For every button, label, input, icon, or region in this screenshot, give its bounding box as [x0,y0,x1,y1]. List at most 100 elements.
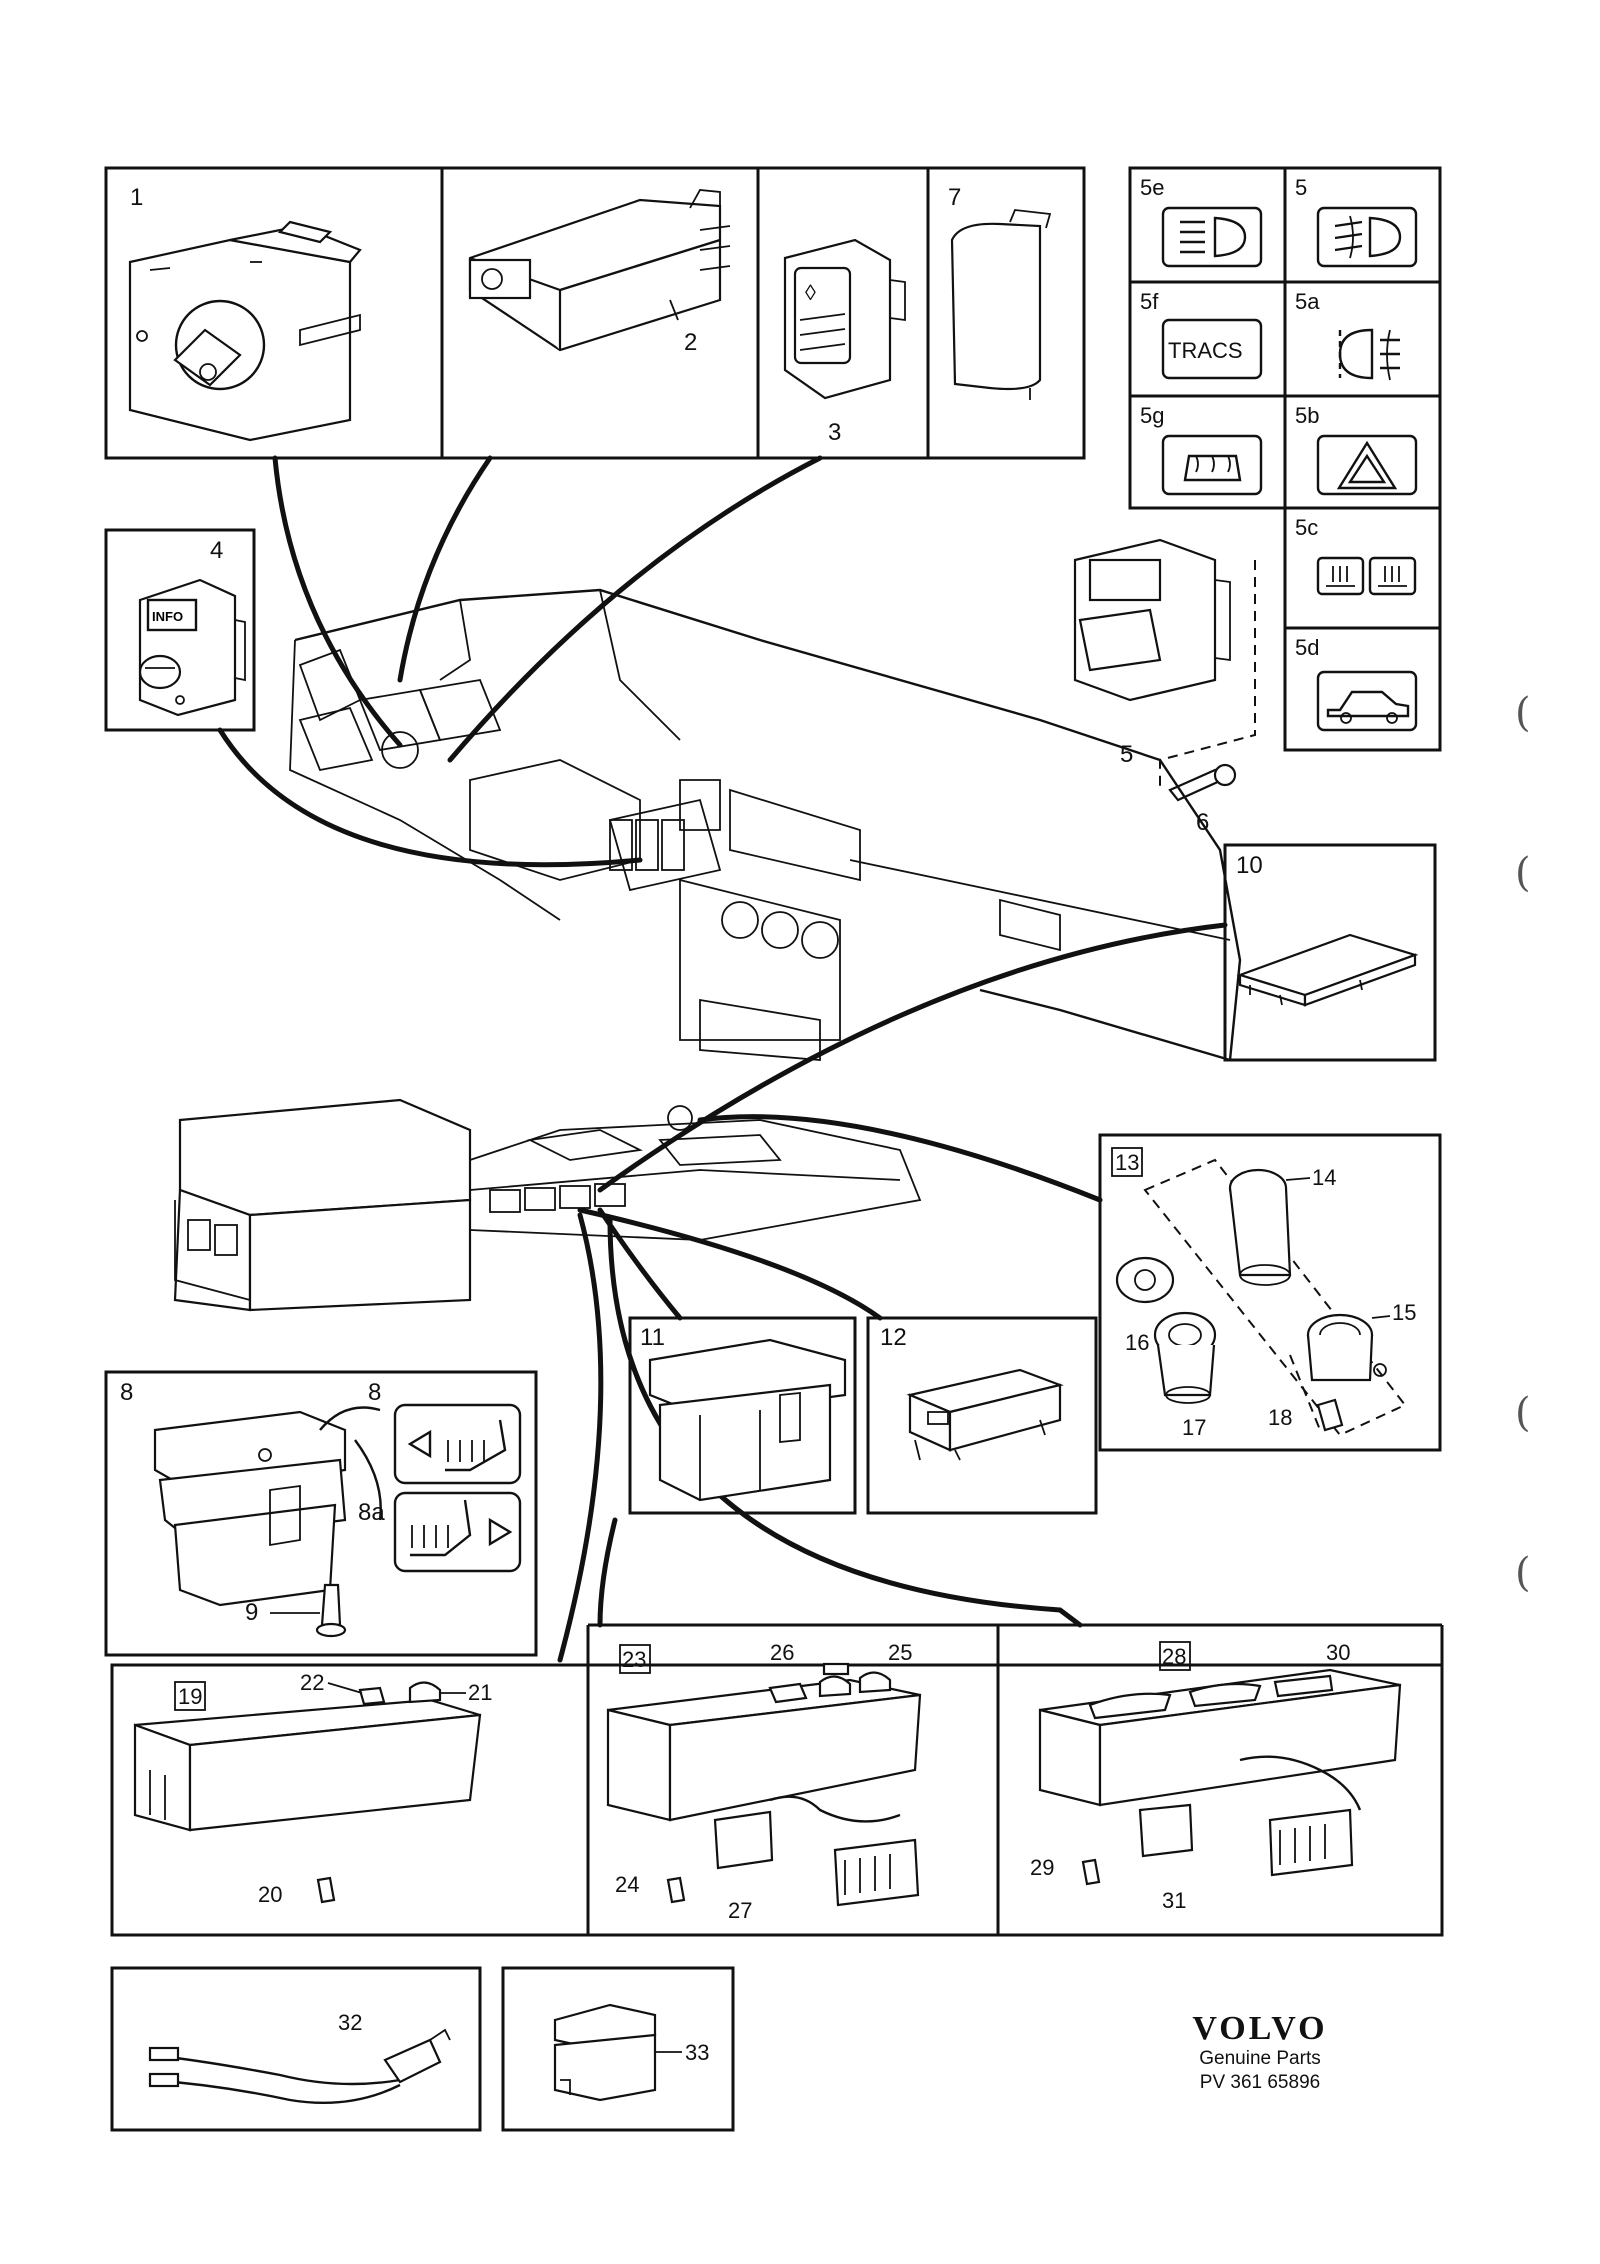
label-12: 12 [880,1324,907,1351]
label-8: 8 [120,1379,133,1406]
label-30: 30 [1326,1640,1350,1665]
sym-label-5a: 5a [1295,289,1320,314]
sym-label-5b: 5b [1295,403,1319,428]
sym-label-5: 5 [1295,175,1307,200]
label-5: 5 [1120,741,1133,768]
sym-label-5d: 5d [1295,635,1319,660]
center-console-illustration [173,1098,922,1312]
label-16: 16 [1125,1330,1149,1355]
margin-mark-3: ( [1515,1390,1531,1436]
rocker-switch-illustration [648,1338,847,1502]
brand-tagline: Genuine Parts [1199,2048,1321,2070]
label-27: 27 [728,1898,752,1923]
margin-mark-4: ( [1515,1550,1531,1596]
bulb-holder-illustration [1289,1354,1344,1432]
label-33: 33 [685,2040,709,2065]
label-18: 18 [1268,1405,1292,1430]
panel-item-33: 33 [501,1966,735,2132]
front-fog-light-icon [1316,206,1418,268]
sym-label-5e: 5e [1140,175,1164,200]
push-button-33-illustration [553,2003,657,2102]
hazard-warning-icon [1316,434,1418,496]
lighter-element-illustration [1228,1168,1292,1286]
part-number: PV 361 65896 [1199,2072,1321,2094]
headlight-beam-icon [1161,206,1263,268]
panel-item-8: 8 8 8a 9 [104,1370,538,1657]
label-29: 29 [1030,1855,1054,1880]
label-15: 15 [1392,1300,1416,1325]
lighter-knob-illustration [1115,1256,1175,1304]
lighter-socket-illustration [1306,1313,1387,1382]
label-19: 19 [178,1684,202,1709]
panel-item-10: 10 [1223,843,1437,1062]
label-1: 1 [130,184,143,211]
label-31: 31 [1162,1888,1186,1913]
label-9: 9 [245,1599,258,1626]
lighter-ring-illustration [1153,1311,1217,1404]
brand-logo: VOLVO [1192,2010,1328,2047]
info-text: INFO [152,609,183,624]
mirror-defrost-icon [1316,556,1417,596]
panel-item-11-12: 11 12 [628,1316,1098,1515]
seat-heater-right-icon [393,1491,522,1573]
label-24: 24 [615,1872,639,1897]
seat-heater-switch-illustration [153,1410,347,1607]
label-13: 13 [1115,1150,1139,1175]
tracs-text: TRACS [1168,338,1243,363]
tracs-icon: TRACS [1161,318,1263,380]
label-25: 25 [888,1640,912,1665]
blank-cover-illustration [950,209,1052,400]
info-switch-illustration: INFO [138,578,246,717]
leader-lines [217,455,1228,1663]
panel-item-32: 32 [110,1966,482,2132]
window-switch-block-23-illustration [606,1671,922,1907]
car-profile-icon [1316,670,1418,732]
label-3: 3 [828,419,841,446]
sym-label-5g: 5g [1140,403,1164,428]
label-21: 21 [468,1680,492,1705]
window-switch-block-19-illustration [133,1681,482,1832]
label-28: 28 [1162,1644,1186,1669]
clip-29-illustration [1081,1858,1101,1886]
window-switch-block-28-illustration [1038,1668,1402,1877]
label-17: 17 [1182,1415,1206,1440]
label-7: 7 [948,184,961,211]
item-5-switch: 5 [1073,538,1256,790]
dashboard-illustration [289,588,1242,1062]
label-10: 10 [1236,852,1263,879]
small-switch-illustration: ◊ [783,238,906,400]
clip-20-illustration [316,1876,336,1904]
panel-top: 1 2 ◊ 3 7 [104,166,1086,460]
panel-item-4: 4 INFO [104,528,256,732]
sym-label-5f: 5f [1140,289,1159,314]
clip-24-illustration [666,1876,686,1904]
label-23: 23 [622,1647,646,1672]
label-20: 20 [258,1882,282,1907]
margin-mark-2: ( [1515,850,1531,896]
label-8-symbol: 8 [368,1379,381,1406]
margin-mark-1: ( [1515,690,1531,736]
label-22: 22 [300,1670,324,1695]
cap-26-illustration [822,1662,850,1676]
sym-label-5c: 5c [1295,515,1318,540]
symbol-grid: 5e 5 5f 5a 5g 5b 5c 5d TRACS [1128,166,1442,752]
cover-plate-illustration [1236,933,1419,1007]
item-9-bulb [315,1583,347,1638]
cable-switch-illustration [148,2028,451,2105]
label-26: 26 [770,1640,794,1665]
label-11: 11 [640,1324,665,1351]
brand-block: VOLVO Genuine Parts PV 361 65896 [1160,2010,1360,2095]
panel-item-13: 13 14 15 16 17 [1098,1133,1442,1452]
svg-text:◊: ◊ [805,280,816,305]
relay-switch-illustration [468,189,731,352]
panel-items-19-31: 19 22 21 20 23 26 [110,1623,1444,1937]
label-2: 2 [684,329,697,356]
rear-fog-light-icon [1338,328,1400,381]
label-14: 14 [1312,1165,1336,1190]
light-switch-illustration [128,220,362,442]
seat-heater-left-icon [393,1403,522,1485]
label-4: 4 [210,537,223,564]
module-box-illustration [906,1368,1064,1461]
rear-defrost-icon [1161,434,1263,496]
